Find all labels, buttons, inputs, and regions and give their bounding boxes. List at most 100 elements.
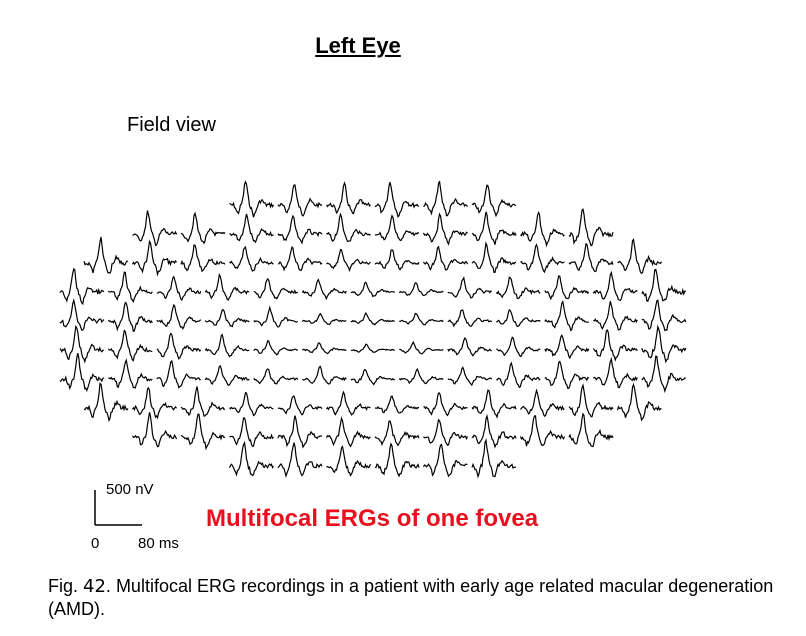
- scale-amplitude-label: 500 nV: [106, 481, 154, 498]
- erg-trace: [544, 333, 590, 360]
- erg-trace: [399, 340, 444, 355]
- erg-trace: [229, 180, 275, 218]
- erg-trace: [471, 241, 517, 274]
- erg-trace: [447, 309, 493, 328]
- erg-trace: [132, 210, 178, 246]
- erg-trace: [544, 360, 590, 390]
- caption-number: 42: [83, 576, 106, 597]
- erg-trace: [447, 276, 492, 299]
- erg-trace: [568, 412, 614, 448]
- erg-trace: [325, 416, 371, 448]
- erg-trace: [253, 368, 299, 385]
- erg-trace: [423, 180, 468, 217]
- scale-origin-label: 0: [91, 535, 100, 552]
- erg-trace: [592, 356, 638, 389]
- erg-trace: [374, 214, 420, 242]
- erg-trace: [641, 324, 687, 364]
- caption-text: Multifocal ERG recordings in a patient w…: [48, 576, 774, 619]
- erg-trace: [59, 298, 105, 331]
- erg-trace: [641, 268, 687, 302]
- erg-trace: [107, 301, 153, 333]
- erg-trace: [350, 368, 395, 386]
- caption-separator: .: [105, 576, 111, 596]
- erg-trace: [229, 391, 274, 417]
- erg-trace: [374, 420, 420, 447]
- erg-trace: [156, 332, 202, 360]
- erg-trace: [180, 211, 226, 245]
- erg-trace: [374, 442, 420, 478]
- erg-trace: [374, 395, 420, 414]
- erg-trace: [180, 244, 226, 273]
- erg-trace: [471, 211, 517, 245]
- erg-trace: [520, 211, 565, 248]
- erg-trace: [616, 382, 662, 422]
- erg-trace: [204, 309, 250, 328]
- erg-trace: [326, 248, 371, 273]
- erg-trace: [156, 275, 202, 302]
- erg-trace: [544, 275, 590, 301]
- erg-trace: [277, 395, 323, 416]
- erg-trace: [83, 382, 129, 423]
- erg-trace: [471, 389, 517, 419]
- erg-trace: [132, 386, 177, 420]
- erg-trace: [471, 437, 517, 479]
- erg-trace: [350, 281, 396, 298]
- erg-trace: [108, 358, 153, 389]
- erg-trace: [326, 445, 372, 477]
- erg-trace: [326, 212, 371, 243]
- erg-trace: [180, 386, 226, 417]
- erg-trace: [253, 277, 298, 300]
- erg-trace: [277, 214, 323, 245]
- erg-trace: [180, 413, 226, 451]
- figure-title: Left Eye: [315, 33, 401, 58]
- erg-trace: [253, 339, 298, 356]
- erg-trace: [471, 413, 517, 449]
- field-view-label: Field view: [127, 114, 216, 136]
- erg-trace: [398, 282, 444, 297]
- erg-trace: [520, 388, 565, 418]
- erg-trace: [544, 300, 589, 332]
- erg-trace: [301, 312, 347, 326]
- erg-trace: [350, 343, 395, 353]
- erg-trace: [496, 308, 541, 328]
- erg-trace: [374, 182, 420, 218]
- scale-time-label: 80 ms: [138, 535, 179, 552]
- erg-trace: [496, 361, 541, 389]
- erg-trace: [107, 329, 153, 362]
- erg-trace: [59, 324, 105, 364]
- erg-trace: [301, 278, 347, 301]
- erg-trace: [641, 355, 687, 394]
- erg-trace: [496, 336, 541, 358]
- erg-trace: [277, 184, 323, 217]
- erg-trace: [301, 342, 347, 355]
- erg-trace: [325, 390, 371, 416]
- erg-trace: [422, 245, 469, 271]
- erg-trace: [592, 328, 638, 362]
- erg-trace: [229, 245, 274, 272]
- erg-trace: [325, 181, 371, 215]
- erg-trace: [132, 412, 178, 448]
- erg-trace: [568, 242, 614, 273]
- caption-prefix: Fig.: [48, 576, 84, 596]
- erg-trace: [204, 273, 250, 301]
- erg-trace: [229, 213, 274, 244]
- erg-trace: [471, 184, 517, 218]
- erg-trace: [301, 365, 347, 385]
- erg-trace: [350, 311, 395, 326]
- erg-trace: [278, 245, 323, 272]
- erg-trace: [156, 359, 201, 389]
- erg-trace: [131, 239, 177, 277]
- erg-trace: [447, 337, 492, 357]
- erg-trace: [83, 236, 129, 274]
- erg-trace: [398, 367, 444, 385]
- erg-trace: [277, 442, 323, 478]
- erg-trace: [107, 271, 153, 304]
- erg-trace: [423, 418, 469, 446]
- erg-trace: [593, 301, 638, 331]
- annotation-text: Multifocal ERGs of one fovea: [206, 505, 539, 532]
- erg-trace: [156, 303, 202, 330]
- erg-trace: [374, 249, 420, 271]
- erg-trace: [495, 276, 541, 300]
- erg-trace: [568, 208, 614, 247]
